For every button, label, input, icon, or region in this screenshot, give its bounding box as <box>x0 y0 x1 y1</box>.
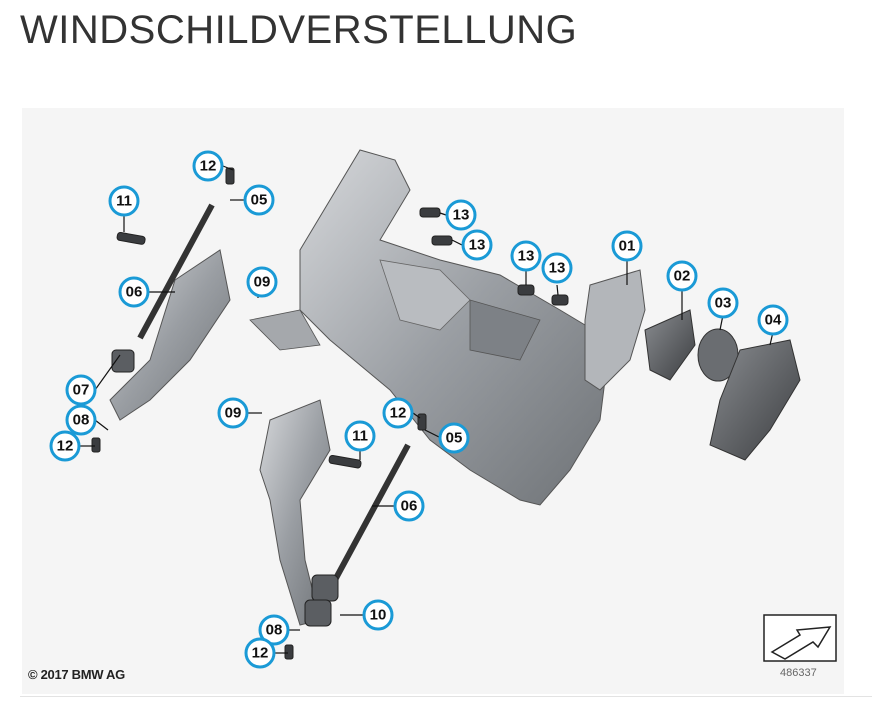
callout-12: 12 <box>382 397 414 429</box>
callout-12: 12 <box>244 637 276 669</box>
callout-02: 02 <box>666 260 698 292</box>
callout-label: 10 <box>370 607 387 624</box>
callout-10: 10 <box>362 599 394 631</box>
direction-arrow-box <box>763 614 837 662</box>
callout-label: 13 <box>518 248 535 265</box>
callout-label: 12 <box>252 645 269 662</box>
callout-13: 13 <box>461 229 493 261</box>
lower-arm <box>259 399 411 627</box>
callout-label: 11 <box>352 428 368 445</box>
callout-label: 05 <box>251 192 268 209</box>
callout-label: 01 <box>619 238 636 255</box>
callout-label: 11 <box>116 193 132 210</box>
callout-label: 08 <box>73 412 90 429</box>
bolts <box>91 167 569 660</box>
callout-label: 03 <box>715 295 732 312</box>
callout-label: 13 <box>549 260 566 277</box>
callout-label: 12 <box>57 438 74 455</box>
callout-label: 06 <box>401 498 418 515</box>
callout-label: 09 <box>225 405 242 422</box>
callout-label: 13 <box>469 237 486 254</box>
callout-09: 09 <box>217 397 249 429</box>
callout-label: 07 <box>73 382 90 399</box>
callout-label: 04 <box>765 312 782 329</box>
callout-11: 11 <box>344 420 376 452</box>
callout-label: 05 <box>446 430 463 447</box>
callout-label: 02 <box>674 268 691 285</box>
page-title: WINDSCHILDVERSTELLUNG <box>20 8 578 52</box>
callout-05: 05 <box>243 184 275 216</box>
callout-label: 12 <box>390 405 407 422</box>
callout-05: 05 <box>438 422 470 454</box>
callout-12: 12 <box>49 430 81 462</box>
callout-04: 04 <box>757 304 789 336</box>
callout-label: 13 <box>453 207 470 224</box>
callout-06: 06 <box>118 276 150 308</box>
callout-label: 06 <box>126 284 143 301</box>
leader-lines <box>80 165 774 654</box>
callout-label: 08 <box>266 622 283 639</box>
callout-08: 08 <box>258 614 290 646</box>
callout-06: 06 <box>393 490 425 522</box>
callout-01: 01 <box>611 230 643 262</box>
callout-11: 11 <box>108 185 140 217</box>
callout-label: 12 <box>200 158 217 175</box>
callout-08: 08 <box>65 404 97 436</box>
callout-13: 13 <box>510 240 542 272</box>
end-cover <box>709 339 801 461</box>
callout-03: 03 <box>707 287 739 319</box>
callout-09: 09 <box>246 266 278 298</box>
callout-13: 13 <box>541 252 573 284</box>
bracket-plate <box>584 269 646 391</box>
copyright-notice: © 2017 BMW AG <box>28 667 125 682</box>
divider <box>20 696 872 697</box>
callout-12: 12 <box>192 150 224 182</box>
diagram-reference-number: 486337 <box>780 667 817 679</box>
callout-label: 09 <box>254 274 271 291</box>
callout-07: 07 <box>65 374 97 406</box>
left-arm <box>109 203 231 421</box>
callout-13: 13 <box>445 199 477 231</box>
main-bracket <box>249 149 611 506</box>
